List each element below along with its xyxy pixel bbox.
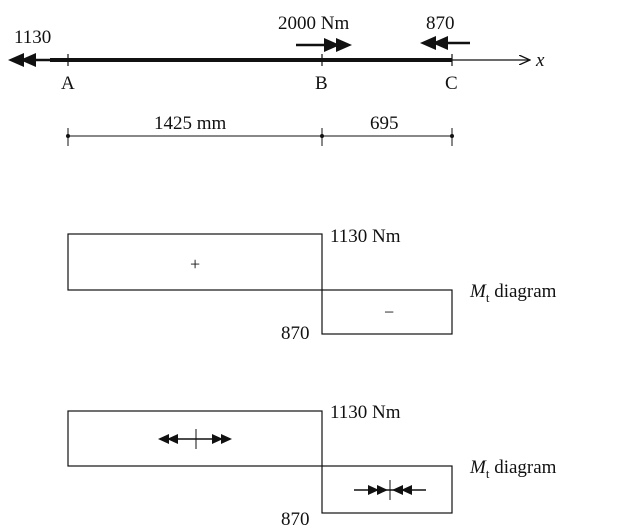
- diagram2-top-value: 1130 Nm: [330, 402, 401, 423]
- mt-diagram-2: 1130 Nm 870 Mt diagram: [67, 402, 557, 530]
- left-torque-arrow-icon: [8, 53, 50, 67]
- point-b-label: B: [315, 73, 328, 94]
- diagram2-bottom-value: 870: [281, 509, 310, 530]
- negative-sign: −: [384, 302, 394, 322]
- right-torque-arrow-icon: [420, 36, 470, 50]
- diagram1-label: Mt diagram: [469, 281, 557, 305]
- diagram1-bottom-value: 870: [281, 323, 310, 344]
- lower-region: [321, 465, 453, 514]
- positive-region: [67, 233, 323, 291]
- point-c-label: C: [445, 73, 458, 94]
- outward-torque-arrows-icon: [158, 429, 232, 449]
- positive-sign: +: [190, 254, 200, 274]
- upper-region: [67, 410, 323, 467]
- diagram1-top-value: 1130 Nm: [330, 226, 401, 247]
- applied-torque-arrow-icon: [296, 38, 352, 52]
- diagram2-label: Mt diagram: [469, 457, 557, 481]
- x-axis-label: x: [535, 50, 545, 71]
- dimension-line: 1425 mm 695: [66, 113, 454, 146]
- shaft: x A B C 1130 2000 Nm 870: [8, 13, 545, 94]
- right-torque-value: 870: [426, 13, 455, 34]
- dimension-ab: 1425 mm: [154, 113, 227, 134]
- negative-region: [321, 289, 453, 335]
- mt-diagram-1: + − 1130 Nm 870 Mt diagram: [67, 226, 557, 344]
- inward-torque-arrows-icon: [354, 480, 426, 500]
- left-torque-value: 1130: [14, 27, 51, 48]
- point-a-label: A: [61, 73, 75, 94]
- dimension-bc: 695: [370, 113, 399, 134]
- applied-torque-value: 2000 Nm: [278, 13, 349, 34]
